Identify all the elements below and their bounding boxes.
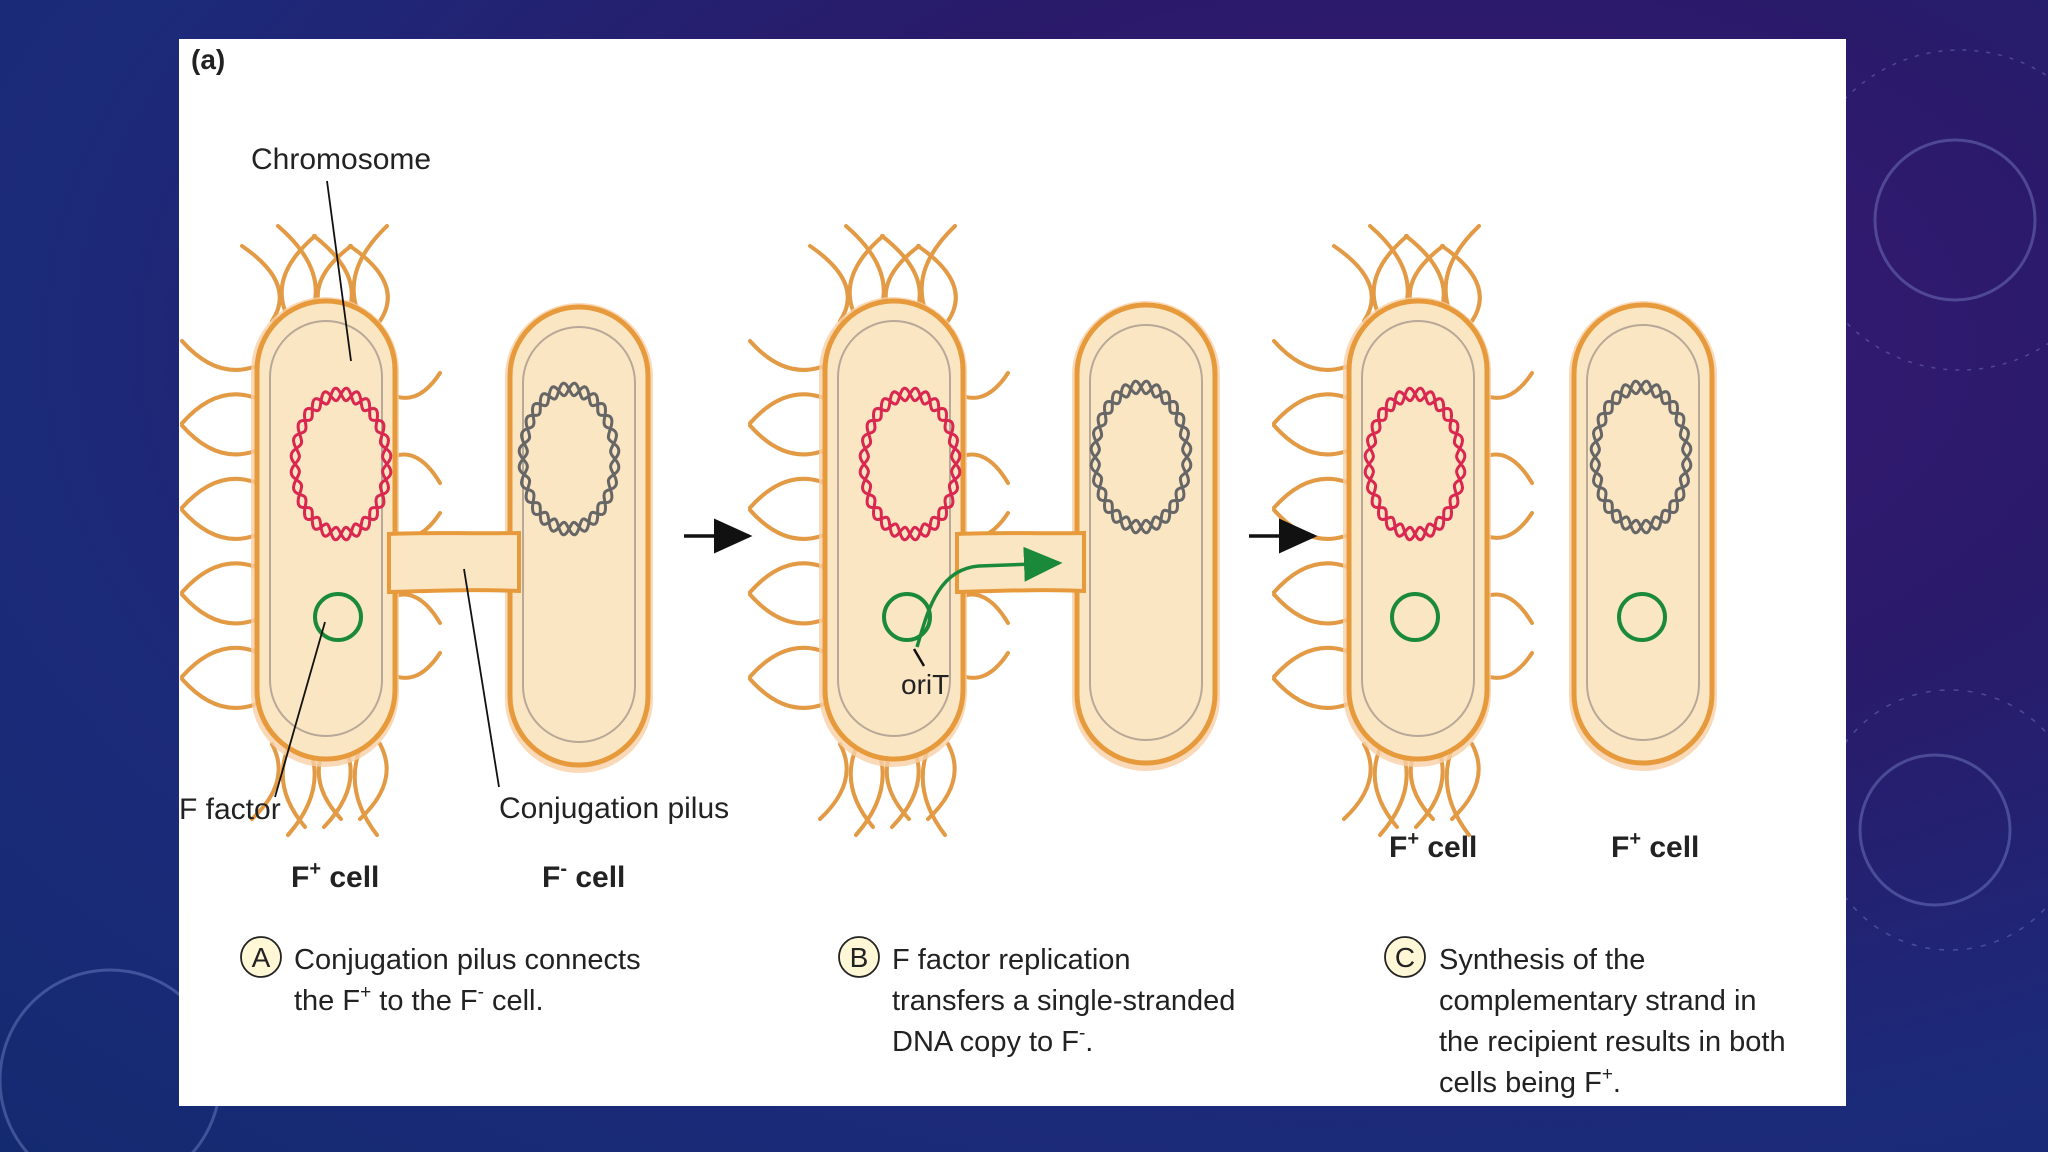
pilus-appendage xyxy=(1332,244,1374,323)
f-factor-leader-line xyxy=(274,621,326,798)
pilus-appendage xyxy=(348,244,390,323)
recipient-cell-a xyxy=(505,303,653,773)
pilus-appendage xyxy=(1450,742,1481,821)
single-strand-transfer-arrow xyxy=(915,546,1063,648)
pilus-appendage xyxy=(808,244,850,323)
deco-ring xyxy=(1873,138,2037,302)
chromosome xyxy=(1589,379,1693,535)
pilus-leader-line xyxy=(463,568,500,788)
deco-ring xyxy=(1858,753,2012,907)
conjugation-pilus-callout: Conjugation pilus xyxy=(499,792,729,825)
conjugation-pilus-bridge xyxy=(387,530,521,595)
cell-label-f-minus-a: F- cell xyxy=(542,858,625,894)
recipient-chromosome xyxy=(1089,379,1193,535)
donor-cell-b xyxy=(748,224,1010,837)
chromosome-leader-line xyxy=(326,180,352,362)
step-badge-b: B xyxy=(838,936,880,978)
cell-label-f-plus-a: F+ cell xyxy=(291,858,379,894)
f-factor-plasmid xyxy=(882,592,932,642)
recipient-chromosome xyxy=(517,381,621,537)
pilus-appendage xyxy=(926,742,957,821)
step-badge-c: C xyxy=(1384,936,1426,978)
panel-a-cells xyxy=(180,224,653,837)
cell-label-f-plus-c-right: F+ cell xyxy=(1611,828,1699,864)
step-b-caption: F factor replication transfers a single-… xyxy=(892,944,1243,1058)
f-factor-plasmid xyxy=(1390,592,1440,642)
recipient-cell-b xyxy=(1072,301,1220,771)
f-plus-cell-c-right xyxy=(1569,301,1717,771)
panel-c-cells xyxy=(1272,224,1717,837)
pilus-appendage xyxy=(250,742,281,821)
step-c-caption: Synthesis of the complementary strand in… xyxy=(1439,944,1794,1099)
svg-text:A: A xyxy=(252,942,271,973)
cell-label-f-plus-c-left: F+ cell xyxy=(1389,828,1477,864)
deco-ring xyxy=(1819,689,2048,951)
orit-pointer xyxy=(912,648,926,667)
f-factor-plasmid xyxy=(1617,592,1667,642)
pilus-appendage xyxy=(240,244,282,323)
conjugation-pilus-bridge xyxy=(955,530,1086,595)
f-factor-plasmid xyxy=(313,592,363,642)
pilus-appendage xyxy=(916,244,958,323)
svg-text:B: B xyxy=(850,942,869,973)
f-factor-callout: F factor xyxy=(179,793,281,826)
pilus-appendage xyxy=(1440,244,1482,323)
donor-chromosome xyxy=(289,386,393,542)
panel-label: (a) xyxy=(191,44,225,75)
donor-chromosome xyxy=(858,386,962,542)
panel-b-cells xyxy=(748,224,1220,837)
pilus-appendage xyxy=(358,742,389,821)
chromosome-callout: Chromosome xyxy=(251,143,431,176)
chromosome xyxy=(1363,386,1467,542)
step-badge-a: A xyxy=(240,936,282,978)
pilus-appendage xyxy=(818,742,849,821)
conjugation-figure: (a) xyxy=(179,39,1846,1106)
svg-text:C: C xyxy=(1395,942,1415,973)
step-a-caption: Conjugation pilus connects the F+ to the… xyxy=(294,944,649,1017)
donor-cell-a xyxy=(180,224,442,837)
orit-callout: oriT xyxy=(901,669,949,700)
pilus-appendage xyxy=(1342,742,1373,821)
